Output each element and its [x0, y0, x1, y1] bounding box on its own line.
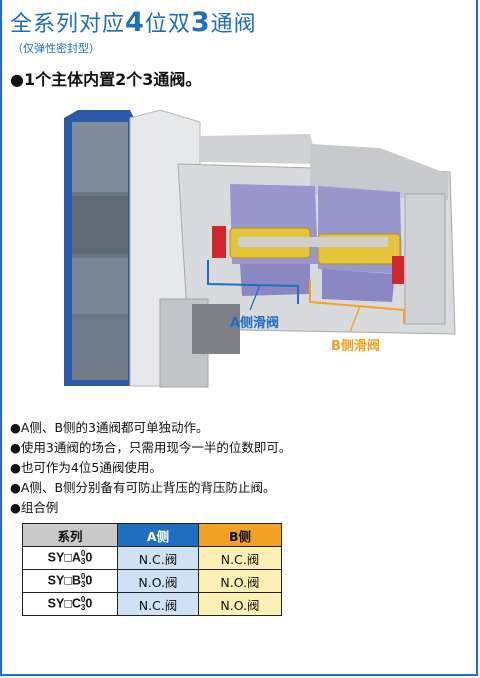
- table-header-row: 系列 A侧 B侧: [22, 523, 282, 547]
- lead-statement: ●1个主体内置2个3通阀。: [10, 70, 202, 89]
- b-side-cell: N.C.阀: [198, 546, 282, 570]
- valve-cutaway-illustration: [64, 109, 456, 388]
- feature-item: ●A侧、B侧的3通阀都可单独动作。: [10, 420, 209, 435]
- feature-item: ●使用3通阀的场合，只需用现今一半的位数即可。: [10, 440, 292, 455]
- header-series: 系列: [22, 523, 118, 547]
- header-b-side: B侧: [198, 523, 282, 547]
- feature-item: ●也可作为4位5通阀使用。: [10, 460, 162, 475]
- spool-a-label: A侧滑阀: [230, 316, 280, 331]
- feature-item: ●A侧、B侧分别备有可防止背压的背压防止阀。: [10, 480, 276, 495]
- feature-item: ●组合例: [10, 500, 59, 515]
- header-a-side: A侧: [117, 523, 199, 547]
- page-title: 全系列对应4位双3通阀: [10, 7, 257, 38]
- spool-a-bracket: [207, 260, 299, 304]
- a-side-cell: N.O.阀: [117, 569, 199, 593]
- b-side-cell: N.O.阀: [198, 569, 282, 593]
- page-subtitle: （仅弹性密封型）: [12, 42, 100, 55]
- feature-list: ●A侧、B侧的3通阀都可单独动作。 ●使用3通阀的场合，只需用现今一半的位数即可…: [10, 418, 291, 518]
- spool-b-label: B侧滑阀: [331, 339, 380, 354]
- spool-b-bracket: [309, 279, 405, 324]
- a-side-cell: N.C.阀: [117, 546, 199, 570]
- a-side-cell: N.C.阀: [117, 592, 199, 616]
- b-side-cell: N.O.阀: [198, 592, 282, 616]
